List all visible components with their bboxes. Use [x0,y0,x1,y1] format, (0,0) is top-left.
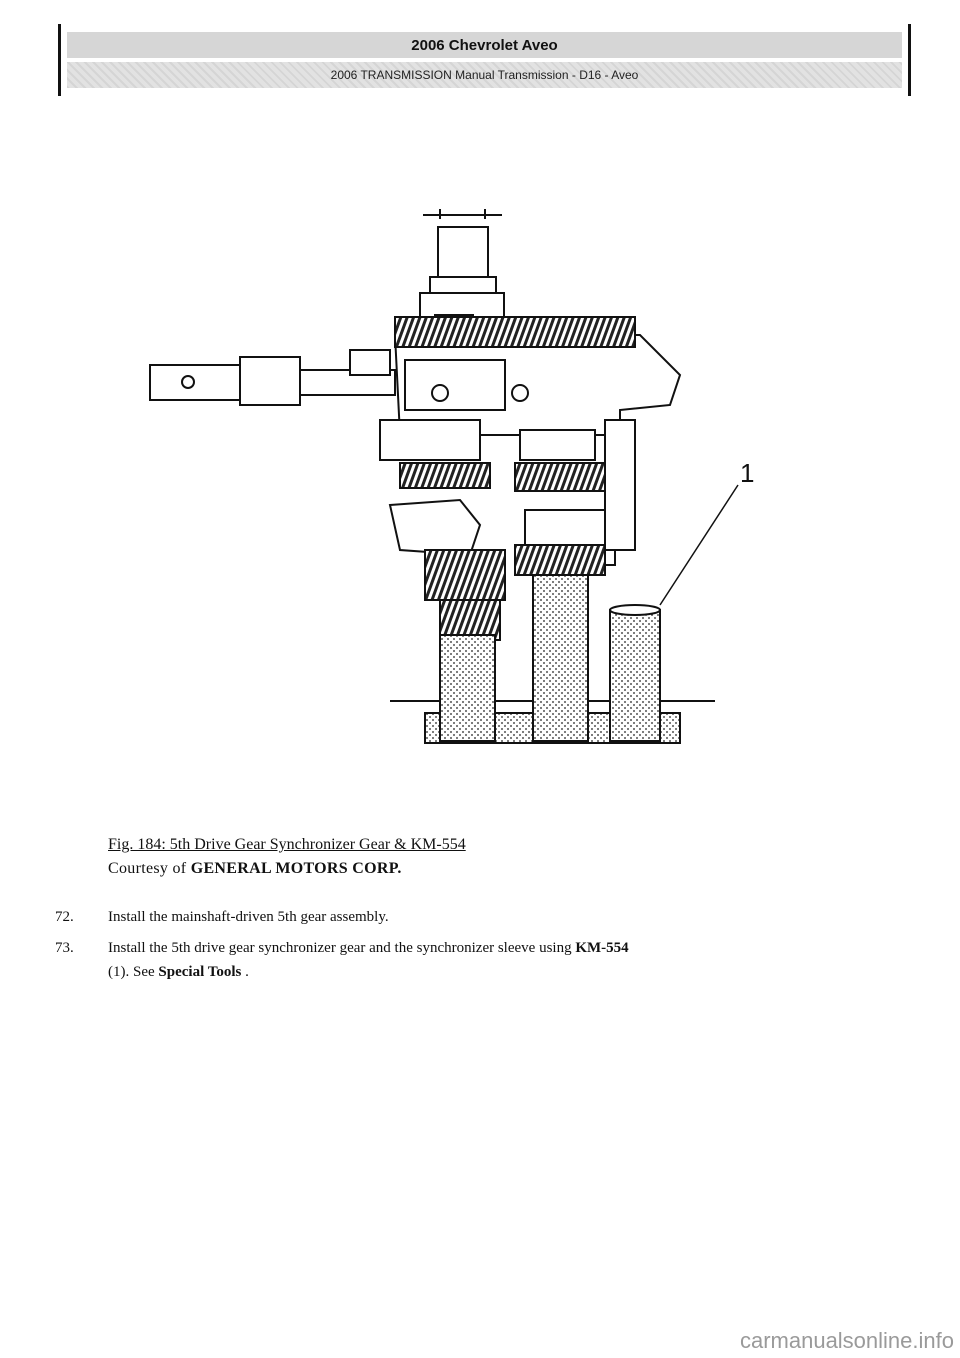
callout-label: 1 [740,458,754,488]
site-watermark: carmanualsonline.info [739,1328,954,1353]
step-text: Install the mainshaft-driven 5th gear as… [108,909,389,925]
gear-synchronizer-illustration: 1 [140,205,760,755]
figure-courtesy: Courtesy of GENERAL MOTORS CORP. [108,860,402,877]
section-subtitle: 2006 TRANSMISSION Manual Transmission - … [67,62,902,88]
vehicle-title: 2006 Chevrolet Aveo [67,32,902,58]
step-73-continuation: (1). See Special Tools . [108,964,249,980]
step-number: 72. [55,909,74,925]
tool-id: KM-554 [575,940,629,956]
page-header: 2006 Chevrolet Aveo 2006 TRANSMISSION Ma… [58,24,911,96]
special-tools-link[interactable]: Special Tools [158,964,242,980]
figure-caption: Fig. 184: 5th Drive Gear Synchronizer Ge… [108,836,466,853]
step-text: Install the 5th drive gear synchronizer … [108,940,629,956]
step-number: 73. [55,940,74,956]
